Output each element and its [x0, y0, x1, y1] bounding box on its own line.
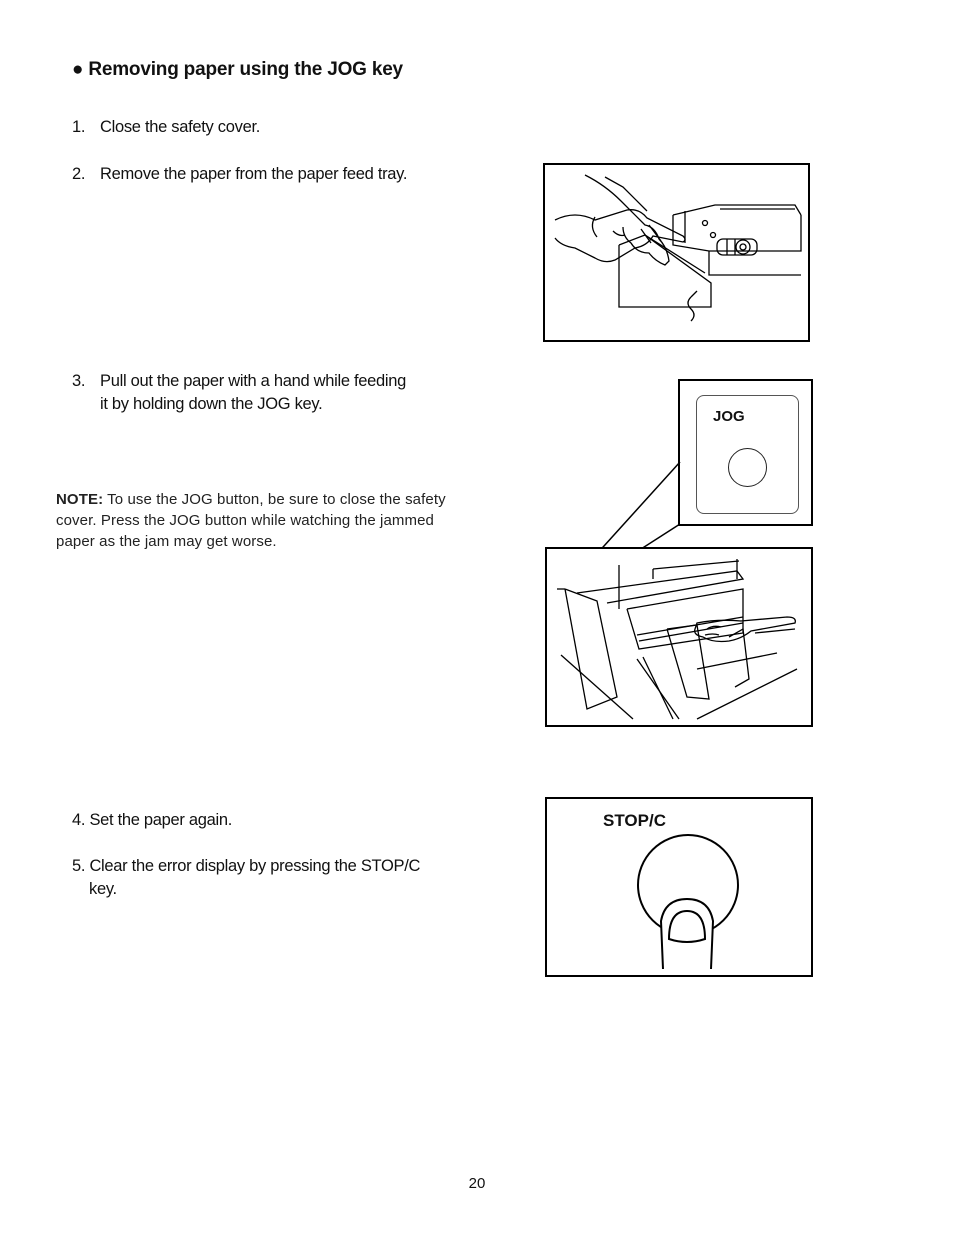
step-1-text: Close the safety cover.: [100, 118, 261, 136]
step-2: 2. Remove the paper from the paper feed t…: [72, 163, 407, 186]
figure-jog-key: JOG: [678, 379, 813, 526]
figure-pull-paper: [545, 547, 813, 727]
jog-button-icon: [728, 448, 767, 487]
remove-paper-illustration: [554, 174, 802, 322]
stop-button-illustration: [637, 834, 739, 970]
note-label: NOTE:: [56, 491, 104, 508]
jog-key-panel: JOG: [696, 395, 799, 514]
step-5-text-line1: 5. Clear the error display by pressing t…: [72, 857, 421, 875]
step-3-text-line2: it by holding down the JOG key.: [100, 395, 323, 413]
step-5: 5. Clear the error display by pressing t…: [72, 855, 420, 901]
figure-stop-key: STOP/C: [545, 797, 813, 977]
pull-paper-illustration: [557, 559, 798, 720]
step-3: 3. Pull out the paper with a hand while f…: [72, 370, 406, 416]
jog-key-label: JOG: [713, 408, 745, 425]
step-3-number: 3.: [72, 372, 86, 390]
note: NOTE: To use the JOG button, be sure to …: [56, 489, 476, 552]
step-1: 1. Close the safety cover.: [72, 116, 260, 139]
step-4: 4. Set the paper again.: [72, 811, 233, 829]
stop-key-label: STOP/C: [603, 811, 666, 830]
note-text: To use the JOG button, be sure to close …: [56, 491, 446, 550]
step-1-number: 1.: [72, 118, 86, 136]
step-2-number: 2.: [72, 165, 86, 183]
step-3-text-line1: Pull out the paper with a hand while fee…: [100, 372, 407, 390]
step-2-text: Remove the paper from the paper feed tra…: [100, 165, 408, 183]
step-5-text-line2: key.: [89, 880, 117, 898]
figure-remove-paper: [543, 163, 810, 342]
page-number: 20: [468, 1175, 486, 1192]
section-heading: ● Removing paper using the JOG key: [72, 59, 403, 80]
